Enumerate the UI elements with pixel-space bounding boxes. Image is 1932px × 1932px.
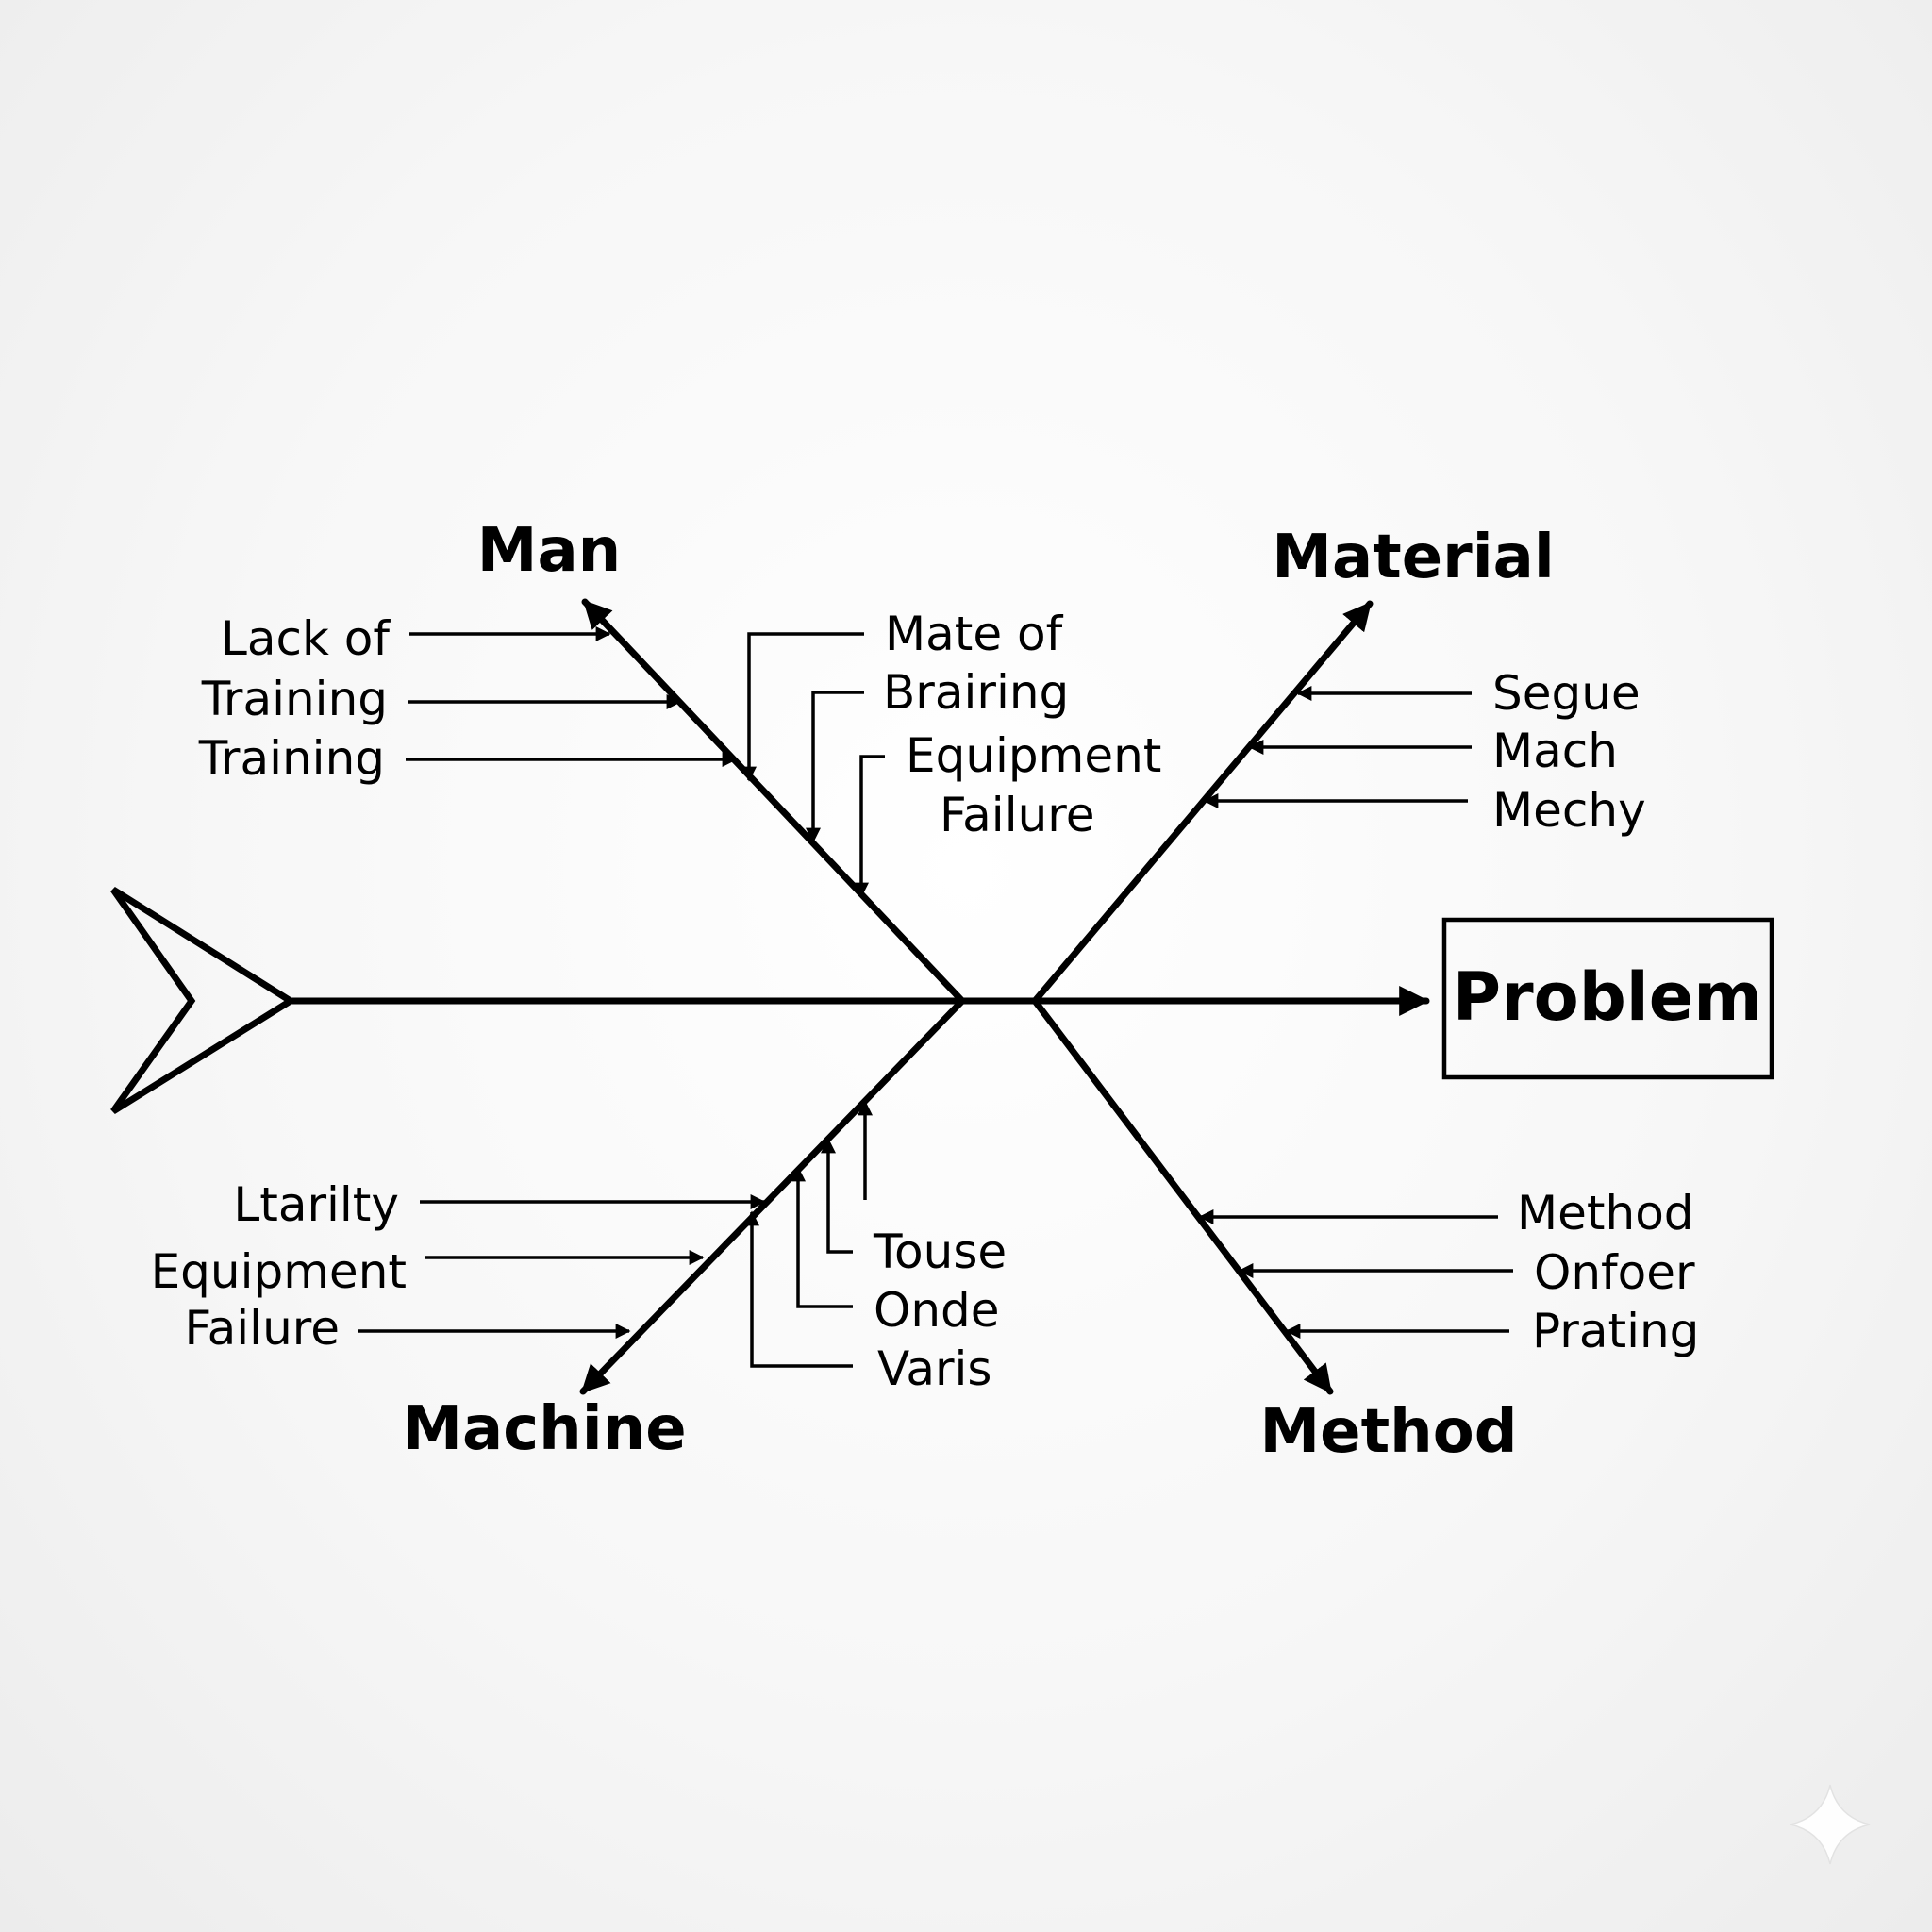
- category-method: Method: [1259, 1397, 1517, 1467]
- cause-man-right-3: Equipment: [906, 728, 1161, 783]
- method-bone: [1031, 997, 1334, 1395]
- cause-machine-left-3: Failure: [184, 1301, 340, 1356]
- cause-method-2: Onfoer: [1534, 1245, 1695, 1300]
- category-material: Material: [1272, 523, 1555, 592]
- cause-method-1: Method: [1517, 1186, 1694, 1241]
- machine-bone: [579, 997, 966, 1395]
- category-man: Man: [477, 516, 621, 586]
- man-bone: [581, 598, 966, 1005]
- problem-box: Problem: [1441, 917, 1774, 1080]
- cause-material-3: Mechy: [1492, 783, 1646, 838]
- cause-man-right-1: Mate of: [885, 607, 1064, 661]
- feeder-man-right-1: [741, 632, 864, 782]
- feeder-machine-right-3: [744, 1210, 853, 1368]
- cause-machine-right-1: Touse: [873, 1224, 1007, 1279]
- cause-man-left-1: Lack of: [221, 611, 391, 666]
- cause-man-left-3: Training: [198, 731, 385, 786]
- cause-machine-left-1: Ltarilty: [233, 1177, 399, 1232]
- cause-machine-left-2: Equipment: [151, 1244, 407, 1299]
- fish-tail: [110, 887, 292, 1114]
- problem-label: Problem: [1453, 958, 1762, 1036]
- cause-machine-right-2: Onde: [874, 1283, 1000, 1338]
- category-machine: Machine: [402, 1394, 686, 1464]
- cause-material-2: Mach: [1492, 724, 1618, 778]
- cause-man-right-2: Brairing: [883, 665, 1069, 720]
- cause-method-3: Prating: [1532, 1304, 1699, 1358]
- feeder-machine-right-1: [821, 1138, 853, 1254]
- sparkle-icon: [1790, 1784, 1871, 1865]
- cause-material-1: Segue: [1492, 666, 1641, 721]
- feeder-man-right-2: [806, 691, 864, 843]
- cause-man-left-2: Training: [201, 672, 388, 726]
- feeder-man-right-3: [854, 755, 885, 898]
- cause-man-right-4: Failure: [940, 788, 1095, 842]
- material-bone: [1031, 600, 1374, 1005]
- cause-machine-right-3: Varis: [877, 1341, 991, 1396]
- feeder-machine-right-2: [791, 1166, 853, 1308]
